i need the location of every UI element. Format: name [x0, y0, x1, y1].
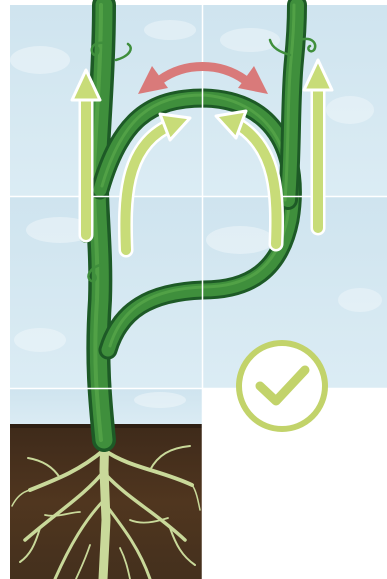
check-circle [239, 343, 325, 429]
solved-check[interactable] [239, 343, 325, 429]
